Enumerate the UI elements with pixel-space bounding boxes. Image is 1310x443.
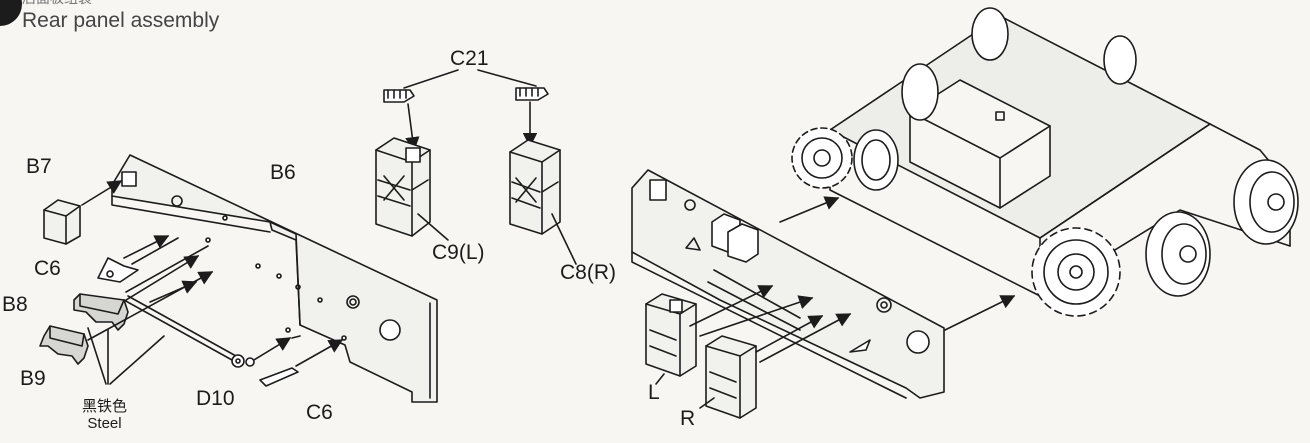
assembled-box-r [705, 335, 757, 419]
label-c8-r: C8(R) [560, 261, 616, 284]
label-r: R [680, 407, 696, 430]
assembled-box-l [645, 293, 697, 377]
part-b7-block [43, 199, 81, 245]
drive-sprocket-right [1031, 227, 1121, 317]
part-c21-left [383, 89, 415, 103]
part-d10-rod [123, 295, 255, 368]
color-note-zh: 黑铁色 [82, 398, 128, 415]
part-c9-box-left [375, 137, 431, 237]
label-b6: B6 [270, 161, 296, 184]
rear-plate-b6 [111, 154, 438, 403]
label-b7: B7 [26, 155, 52, 178]
part-c6-top [97, 257, 139, 283]
color-note: 黑铁色 Steel [82, 398, 127, 433]
part-c6-bottom [259, 367, 299, 387]
part-c21-right [515, 87, 549, 101]
label-c6-bottom: C6 [306, 401, 333, 424]
step-title: Rear panel assembly [22, 9, 220, 32]
label-b9: B9 [20, 367, 46, 390]
label-c9-l: C9(L) [432, 241, 485, 264]
label-c21: C21 [450, 47, 489, 70]
label-c6-top: C6 [34, 257, 61, 280]
road-wheels-top [901, 7, 1137, 121]
drive-sprocket-left [791, 127, 853, 189]
label-b8: B8 [2, 293, 28, 316]
label-l: L [648, 381, 660, 404]
label-d10: D10 [196, 387, 235, 410]
road-wheels-bottom [1145, 159, 1299, 297]
step-title-zh: 后面板组装 [22, 0, 92, 8]
part-b8-bracket [73, 293, 129, 331]
assembled-rear-plate [631, 169, 945, 399]
part-c8-box-right [509, 139, 561, 235]
color-note-en: Steel [87, 415, 122, 433]
part-b9-bracket [39, 325, 89, 365]
